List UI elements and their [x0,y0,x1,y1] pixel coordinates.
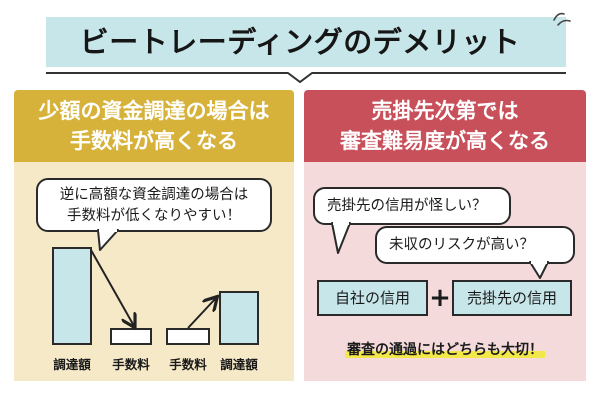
bar-label: 調達額 [53,357,91,372]
title-band [46,17,566,67]
conclusion-text: 審査の通過にはどちらも大切！ [304,339,586,359]
right-speech-bubble-2: 未収のリスクが高い？ [375,226,575,264]
title-notch-icon [288,72,312,84]
conclusion-highlight: 審査の通過にはどちらも大切！ [345,342,545,358]
right-panel-heading: 売掛先次第では 審査難易度が高くなる [304,90,586,162]
bar-fundraising-large [52,247,92,345]
left-bubble-line1: 逆に高額な資金調達の場合は [59,187,249,203]
left-panel-heading: 少額の資金調達の場合は 手数料が高くなる [14,90,294,162]
right-bubble2-text: 未収のリスクが高い？ [389,237,534,253]
right-heading-line2: 審査難易度が高くなる [340,129,550,153]
left-heading-line1: 少額の資金調達の場合は [38,99,270,123]
plus-icon: + [429,283,451,313]
arrow-down-icon [90,249,134,326]
right-speech-bubble-1: 売掛先の信用が怪しい？ [313,187,511,225]
right-bubble1-text: 売掛先の信用が怪しい？ [327,198,487,214]
right-heading-line1: 売掛先次第では [371,99,519,123]
customer-credit-box: 売掛先の信用 [452,280,572,316]
bar-fundraising-medium [219,291,259,345]
left-bubble-tail-icon [97,228,119,251]
left-heading-line2: 手数料が高くなる [70,129,238,153]
page-title: ビートレーディングのデメリット [79,25,521,59]
bar-fee-low [166,328,210,345]
arrow-up-icon [187,298,216,329]
right-bubble1-tail-icon [331,221,351,254]
bar-label: 手数料 [112,357,150,372]
own-credit-box: 自社の信用 [317,280,428,316]
sparkle-icon [553,12,571,26]
right-bubble2-tail-icon [529,260,549,279]
left-speech-bubble: 逆に高額な資金調達の場合は 手数料が低くなりやすい！ [36,178,272,232]
left-bubble-line2: 手数料が低くなりやすい！ [67,208,241,224]
bar-label: 調達額 [220,357,258,372]
bar-label: 手数料 [169,357,207,372]
